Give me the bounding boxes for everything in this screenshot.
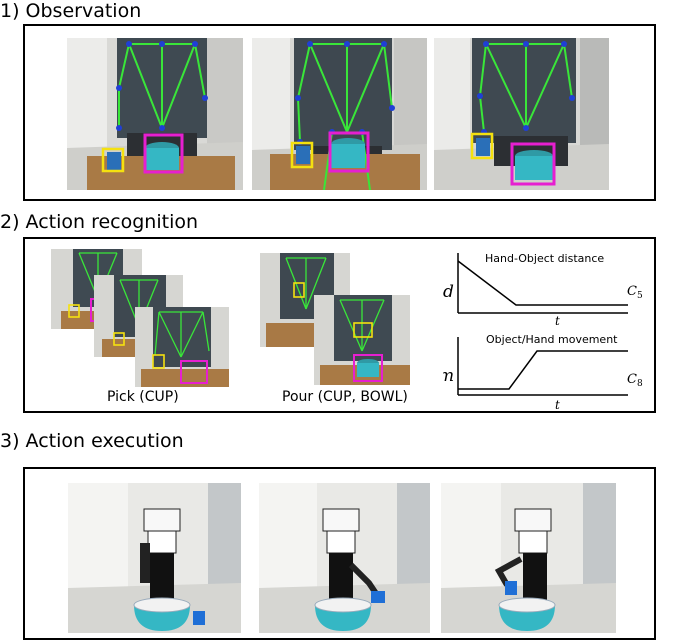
pour-frame-2 bbox=[314, 295, 410, 385]
distance-plot-xlabel: t bbox=[555, 314, 560, 328]
movement-curve bbox=[458, 350, 628, 390]
recognition-heading: 2) Action recognition bbox=[0, 211, 199, 233]
distance-curve bbox=[457, 260, 628, 306]
execution-frame-1 bbox=[68, 483, 241, 633]
pick-frame-3 bbox=[135, 307, 229, 387]
distance-plot-class: C5 bbox=[627, 284, 643, 301]
observation-frame-3 bbox=[434, 38, 609, 190]
observation-heading: 1) Observation bbox=[0, 0, 142, 22]
movement-plot-ylabel: m bbox=[443, 366, 454, 386]
observation-frame-1 bbox=[67, 38, 243, 190]
execution-frame-3 bbox=[441, 483, 616, 633]
movement-plot-xlabel: t bbox=[555, 398, 560, 412]
observation-frame-2 bbox=[252, 38, 427, 190]
execution-panel bbox=[23, 467, 656, 640]
distance-plot-title: Hand-Object distance bbox=[485, 252, 604, 265]
observation-panel bbox=[23, 24, 656, 201]
execution-frame-2 bbox=[259, 483, 430, 633]
movement-plot: Object/Hand movement m t C8 bbox=[443, 333, 643, 412]
distance-plot: Hand-Object distance d t C5 bbox=[443, 252, 643, 328]
movement-plot-class: C8 bbox=[627, 372, 643, 389]
recognition-panel: Pick (CUP) Pour (CUP, BOWL) Hand-Object … bbox=[23, 237, 656, 413]
distance-plot-ylabel: d bbox=[443, 282, 454, 302]
pick-caption: Pick (CUP) bbox=[107, 389, 179, 405]
pour-caption: Pour (CUP, BOWL) bbox=[282, 389, 408, 405]
execution-heading: 3) Action execution bbox=[0, 430, 184, 452]
movement-plot-title: Object/Hand movement bbox=[486, 333, 618, 346]
